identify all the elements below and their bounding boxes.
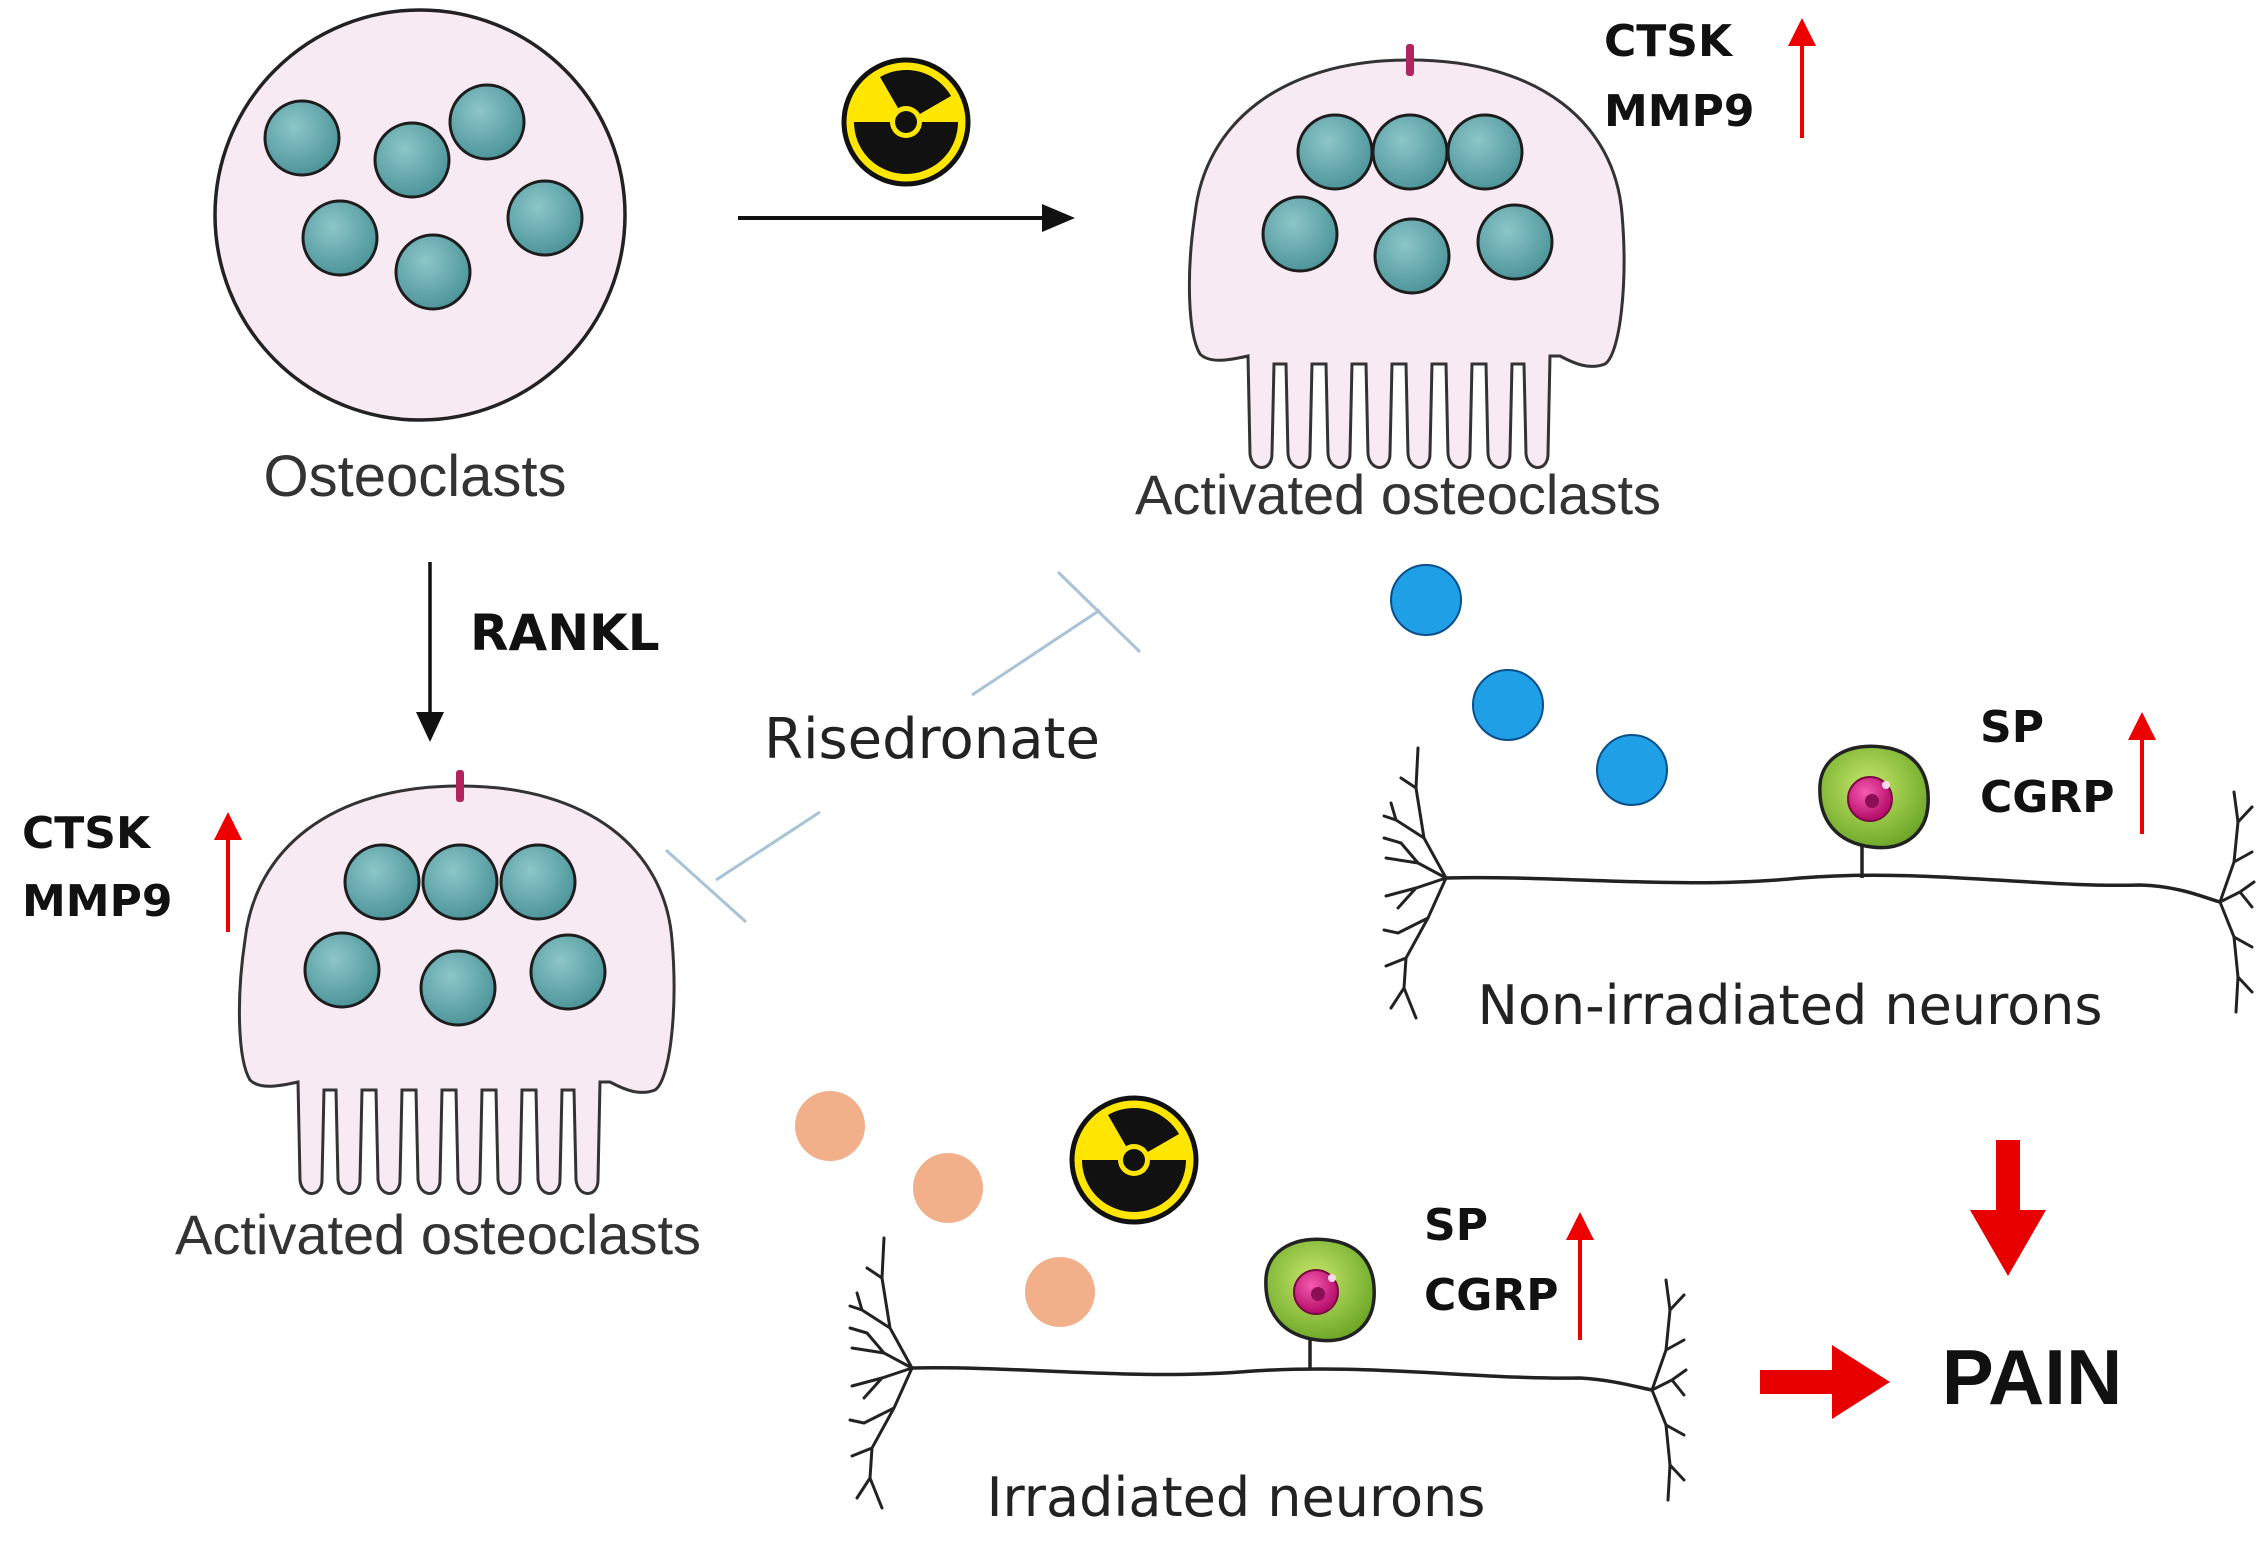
marker-ctsk-top: CTSK xyxy=(1604,16,1734,67)
nucleus xyxy=(448,83,526,161)
radiation-icon xyxy=(1072,1098,1196,1222)
up-arrow-icon xyxy=(1788,18,1816,138)
pain-label: PAIN xyxy=(1942,1333,2123,1421)
pain-arrow-right xyxy=(1760,1345,1890,1419)
osteoclasts-label: Osteoclasts xyxy=(264,444,567,509)
nucleus xyxy=(529,933,607,1011)
osteoclast-cell xyxy=(213,8,627,422)
nucleus xyxy=(419,949,497,1027)
up-arrow-icon xyxy=(2128,712,2156,834)
nucleus xyxy=(394,233,472,311)
marker-sp-top: SP xyxy=(1980,702,2044,753)
radiation-icon xyxy=(844,60,968,184)
marker-cgrp-top: CGRP xyxy=(1980,772,2115,823)
risedronate-label: Risedronate xyxy=(764,707,1100,772)
marker-mmp9-left: MMP9 xyxy=(22,876,172,927)
marker-mmp9-top: MMP9 xyxy=(1604,86,1754,137)
dendrite xyxy=(1382,746,1448,1020)
orange-dot xyxy=(795,1091,865,1161)
nucleus xyxy=(343,843,421,921)
orange-dot xyxy=(913,1153,983,1223)
non-irradiated-neurons-label: Non-irradiated neurons xyxy=(1478,974,2103,1037)
nucleus xyxy=(1373,217,1451,295)
marker-cgrp-bottom: CGRP xyxy=(1424,1270,1559,1321)
blue-dot xyxy=(1596,734,1668,806)
axon xyxy=(911,1366,1653,1392)
orange-dot xyxy=(1025,1257,1095,1327)
neuron-icon xyxy=(1818,744,1930,850)
activated-osteoclasts-label-bottom: Activated osteoclasts xyxy=(175,1203,701,1266)
neuron-irradiated xyxy=(848,1236,1688,1510)
dendrite xyxy=(2218,790,2256,1014)
marker-sp-bottom: SP xyxy=(1424,1200,1488,1251)
axon xyxy=(1445,873,2221,904)
activated-osteoclasts-label-top: Activated osteoclasts xyxy=(1135,463,1661,526)
nucleus xyxy=(373,121,451,199)
nucleus xyxy=(421,843,499,921)
neuron-non-irradiated xyxy=(1382,744,2256,1020)
nucleus xyxy=(1446,113,1524,191)
inhibition-icon xyxy=(971,570,1142,697)
dendrite xyxy=(848,1236,914,1510)
blue-dot xyxy=(1390,564,1462,636)
dendrite xyxy=(1650,1278,1688,1502)
irradiation-arrow-head xyxy=(1042,204,1075,232)
pain-arrow-down xyxy=(1970,1140,2046,1276)
rankl-label: RANKL xyxy=(470,604,660,662)
up-arrow-icon xyxy=(1566,1212,1594,1340)
marker-ctsk-left: CTSK xyxy=(22,808,152,859)
nucleus xyxy=(263,99,341,177)
nucleus xyxy=(1296,113,1374,191)
nucleus xyxy=(1476,203,1554,281)
activated-osteoclast-bottom xyxy=(237,768,676,1195)
neuron-icon xyxy=(1264,1237,1376,1343)
nucleus xyxy=(1371,113,1449,191)
nucleus xyxy=(499,843,577,921)
rankl-arrow-head xyxy=(416,712,444,742)
inhibition-icon xyxy=(664,810,821,924)
blue-dot xyxy=(1472,669,1544,741)
activated-osteoclast-top xyxy=(1187,42,1626,469)
nucleus xyxy=(1261,195,1339,273)
nucleus xyxy=(301,199,379,277)
irradiated-neurons-label: Irradiated neurons xyxy=(987,1466,1486,1529)
nucleus xyxy=(506,179,584,257)
nucleus xyxy=(303,931,381,1009)
up-arrow-icon xyxy=(214,812,242,932)
